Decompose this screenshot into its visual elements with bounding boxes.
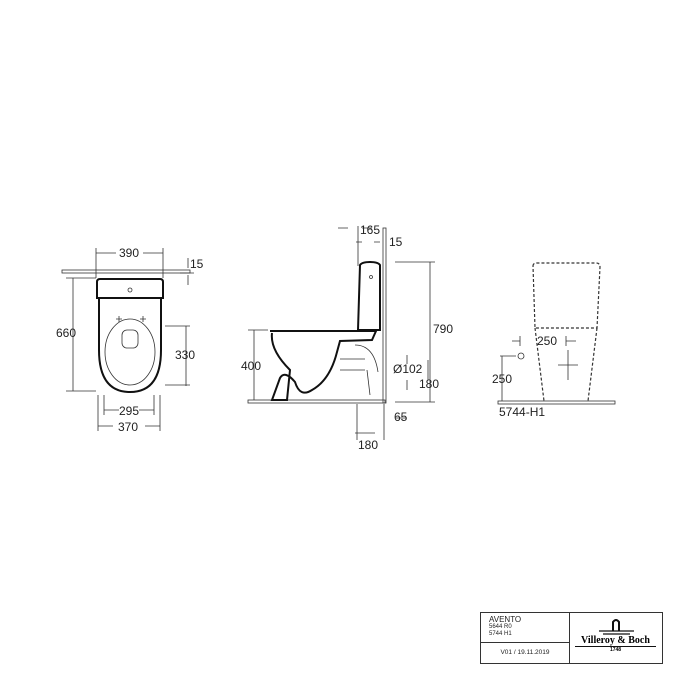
dim-inner-width: 295 bbox=[119, 404, 139, 418]
floor-band bbox=[247, 399, 386, 404]
dim-depth: 660 bbox=[56, 326, 76, 340]
dim-supply-height: 250 bbox=[492, 372, 512, 386]
wall-band bbox=[61, 269, 191, 274]
model-label: 5744-H1 bbox=[499, 405, 545, 419]
floor-band bbox=[497, 400, 616, 405]
dim-seat-height: 400 bbox=[241, 359, 261, 373]
dim-tank-width: 390 bbox=[119, 246, 139, 260]
brand-year: 1748 bbox=[609, 647, 622, 653]
brand-name: Villeroy & Boch bbox=[575, 635, 656, 647]
dim-total-height: 790 bbox=[433, 322, 453, 336]
dim-wall-gap: 15 bbox=[389, 235, 403, 249]
dim-tank-depth: 165 bbox=[360, 223, 380, 237]
top-view: 390 15 660 330 295 370 bbox=[56, 246, 204, 434]
dim-supply-offset-x: 250 bbox=[537, 334, 557, 348]
seat-outline bbox=[104, 318, 156, 386]
dim-seat-offset: 330 bbox=[175, 348, 195, 362]
dim-wall-gap: 15 bbox=[190, 257, 204, 271]
tank-outline bbox=[96, 278, 164, 299]
side-view: 165 15 790 400 Ø102 180 65 180 bbox=[241, 223, 453, 452]
product-name: AVENTO bbox=[489, 615, 522, 624]
bowl-outline bbox=[98, 298, 162, 394]
tank-outline bbox=[356, 260, 381, 331]
wall-band bbox=[382, 227, 387, 404]
product-code: 5744 H1 bbox=[489, 631, 512, 637]
brand-logo: Villeroy & Boch 1748 bbox=[569, 613, 662, 663]
dim-outlet-height: 180 bbox=[419, 377, 439, 391]
dim-outlet-diameter: Ø102 bbox=[393, 362, 423, 376]
front-view: 250 250 5744-H1 bbox=[492, 262, 616, 419]
dim-outer-width: 370 bbox=[118, 420, 138, 434]
bowl-outline bbox=[270, 330, 378, 401]
version-date: V01 / 19.11.2019 bbox=[500, 649, 550, 656]
dim-outlet-offset: 65 bbox=[394, 410, 408, 424]
fountain-icon bbox=[599, 619, 634, 635]
product-code: 5644 R0 bbox=[489, 624, 512, 630]
tank-dashed-outline bbox=[532, 262, 601, 329]
title-block: AVENTO 5644 R0 5744 H1 V01 / 19.11.2019 … bbox=[480, 612, 663, 664]
dim-outlet-wall-distance: 180 bbox=[358, 438, 378, 452]
